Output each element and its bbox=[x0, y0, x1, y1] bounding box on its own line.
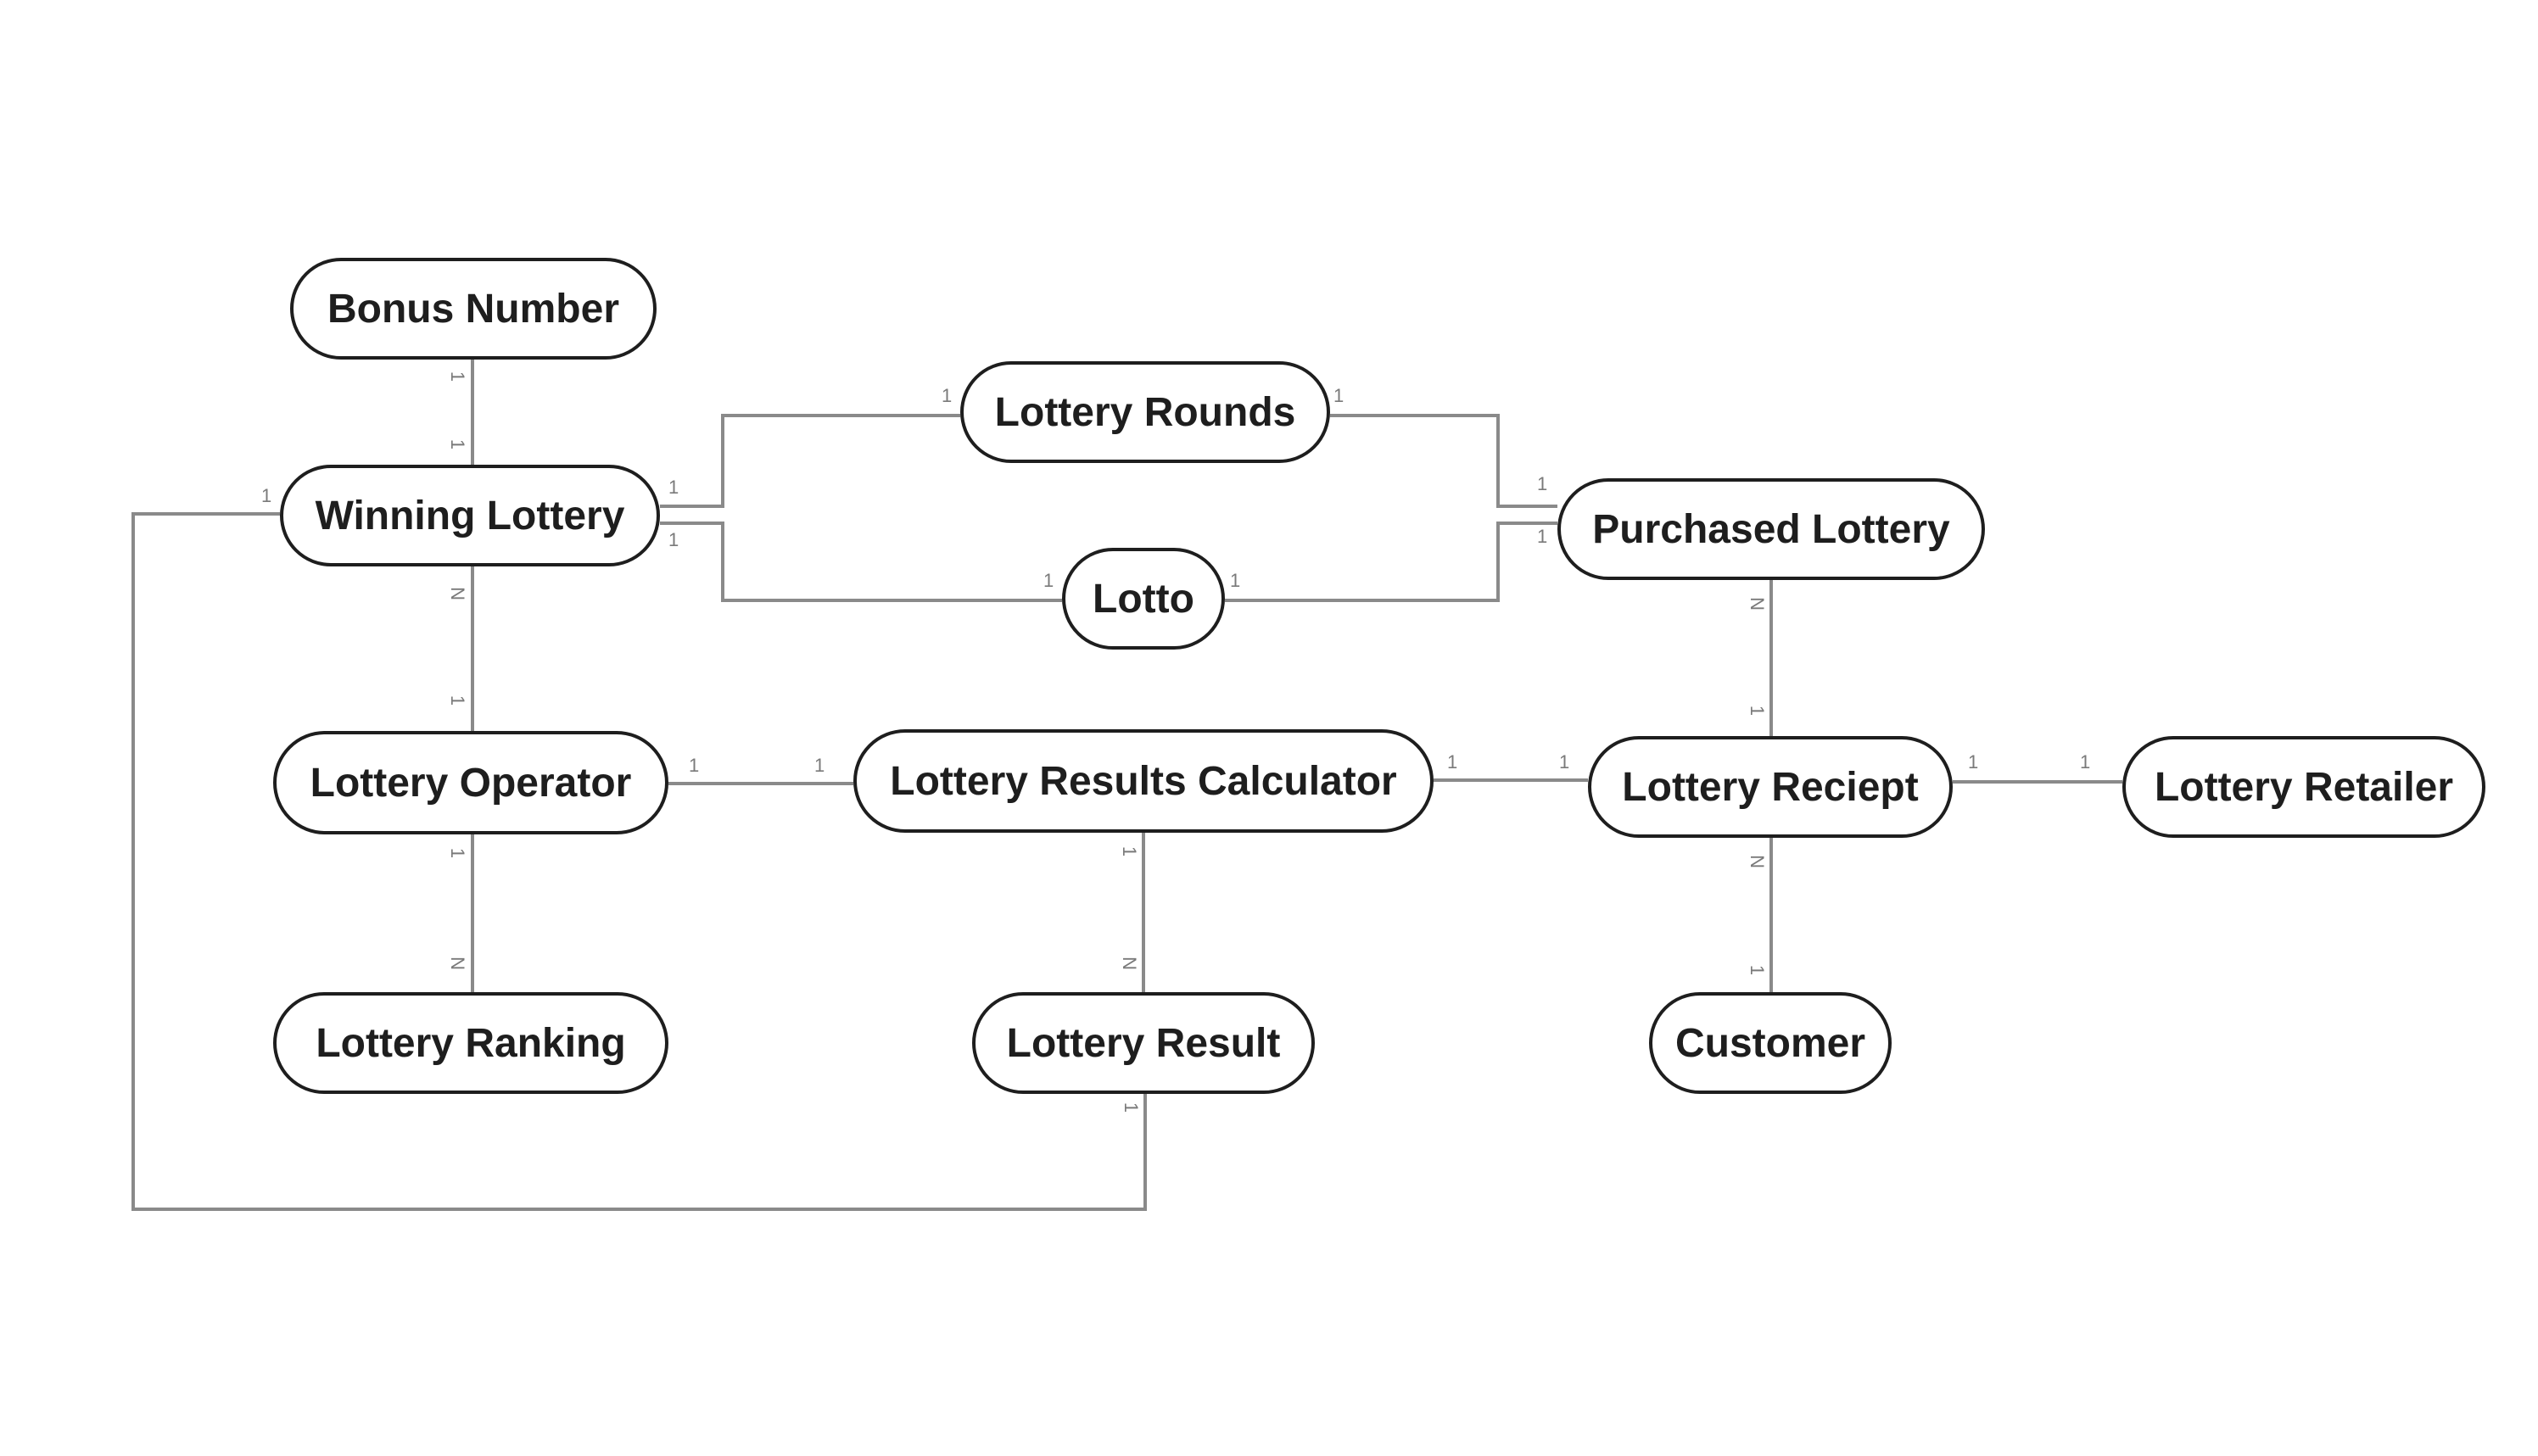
cardinality-label: 1 bbox=[447, 439, 468, 449]
cardinality-label: N bbox=[1119, 957, 1140, 970]
cardinality-label: 1 bbox=[1043, 570, 1054, 591]
cardinality-label: 1 bbox=[1333, 385, 1344, 406]
entity-winning-lottery: Winning Lottery bbox=[280, 465, 660, 566]
entity-lottery-results-calculator: Lottery Results Calculator bbox=[853, 729, 1434, 833]
entity-bonus-number: Bonus Number bbox=[290, 258, 657, 360]
cardinality-label: N bbox=[447, 957, 468, 970]
edge-result-winning bbox=[131, 512, 1147, 1211]
cardinality-label: 1 bbox=[2080, 751, 2090, 773]
entity-lotto: Lotto bbox=[1062, 548, 1225, 650]
entity-lottery-rounds: Lottery Rounds bbox=[960, 361, 1330, 463]
entity-purchased-lottery: Purchased Lottery bbox=[1557, 478, 1985, 580]
entity-customer: Customer bbox=[1649, 992, 1892, 1094]
cardinality-label: N bbox=[1747, 597, 1768, 611]
entity-lottery-retailer: Lottery Retailer bbox=[2122, 736, 2485, 838]
cardinality-label: 1 bbox=[1447, 751, 1457, 773]
cardinality-label: 1 bbox=[1121, 1102, 1142, 1113]
cardinality-label: 1 bbox=[1537, 526, 1547, 547]
cardinality-label: N bbox=[447, 587, 468, 600]
cardinality-label: 1 bbox=[1968, 751, 1978, 773]
cardinality-label: 1 bbox=[1230, 570, 1240, 591]
cardinality-label: 1 bbox=[447, 371, 468, 382]
cardinality-label: 1 bbox=[1747, 706, 1768, 716]
cardinality-label: 1 bbox=[1559, 751, 1569, 773]
edge-winning-rounds bbox=[660, 414, 960, 508]
entity-lottery-ranking: Lottery Ranking bbox=[273, 992, 668, 1094]
entity-lottery-reciept: Lottery Reciept bbox=[1588, 736, 1953, 838]
cardinality-label: 1 bbox=[668, 529, 679, 550]
cardinality-label: 1 bbox=[689, 755, 699, 776]
cardinality-label: 1 bbox=[447, 695, 468, 706]
cardinality-label: 1 bbox=[261, 485, 271, 506]
cardinality-label: 1 bbox=[1119, 846, 1140, 856]
cardinality-label: 1 bbox=[668, 477, 679, 498]
cardinality-label: N bbox=[1747, 855, 1768, 868]
entity-lottery-result: Lottery Result bbox=[972, 992, 1315, 1094]
cardinality-label: 1 bbox=[942, 385, 952, 406]
edge-rounds-purchased bbox=[1330, 414, 1557, 508]
cardinality-label: 1 bbox=[1537, 473, 1547, 494]
cardinality-label: 1 bbox=[447, 848, 468, 858]
edge-winning-lotto bbox=[660, 522, 1062, 602]
cardinality-label: 1 bbox=[814, 755, 825, 776]
edge-lotto-purchased bbox=[1225, 522, 1557, 602]
entity-lottery-operator: Lottery Operator bbox=[273, 731, 668, 834]
cardinality-label: 1 bbox=[1747, 965, 1768, 975]
